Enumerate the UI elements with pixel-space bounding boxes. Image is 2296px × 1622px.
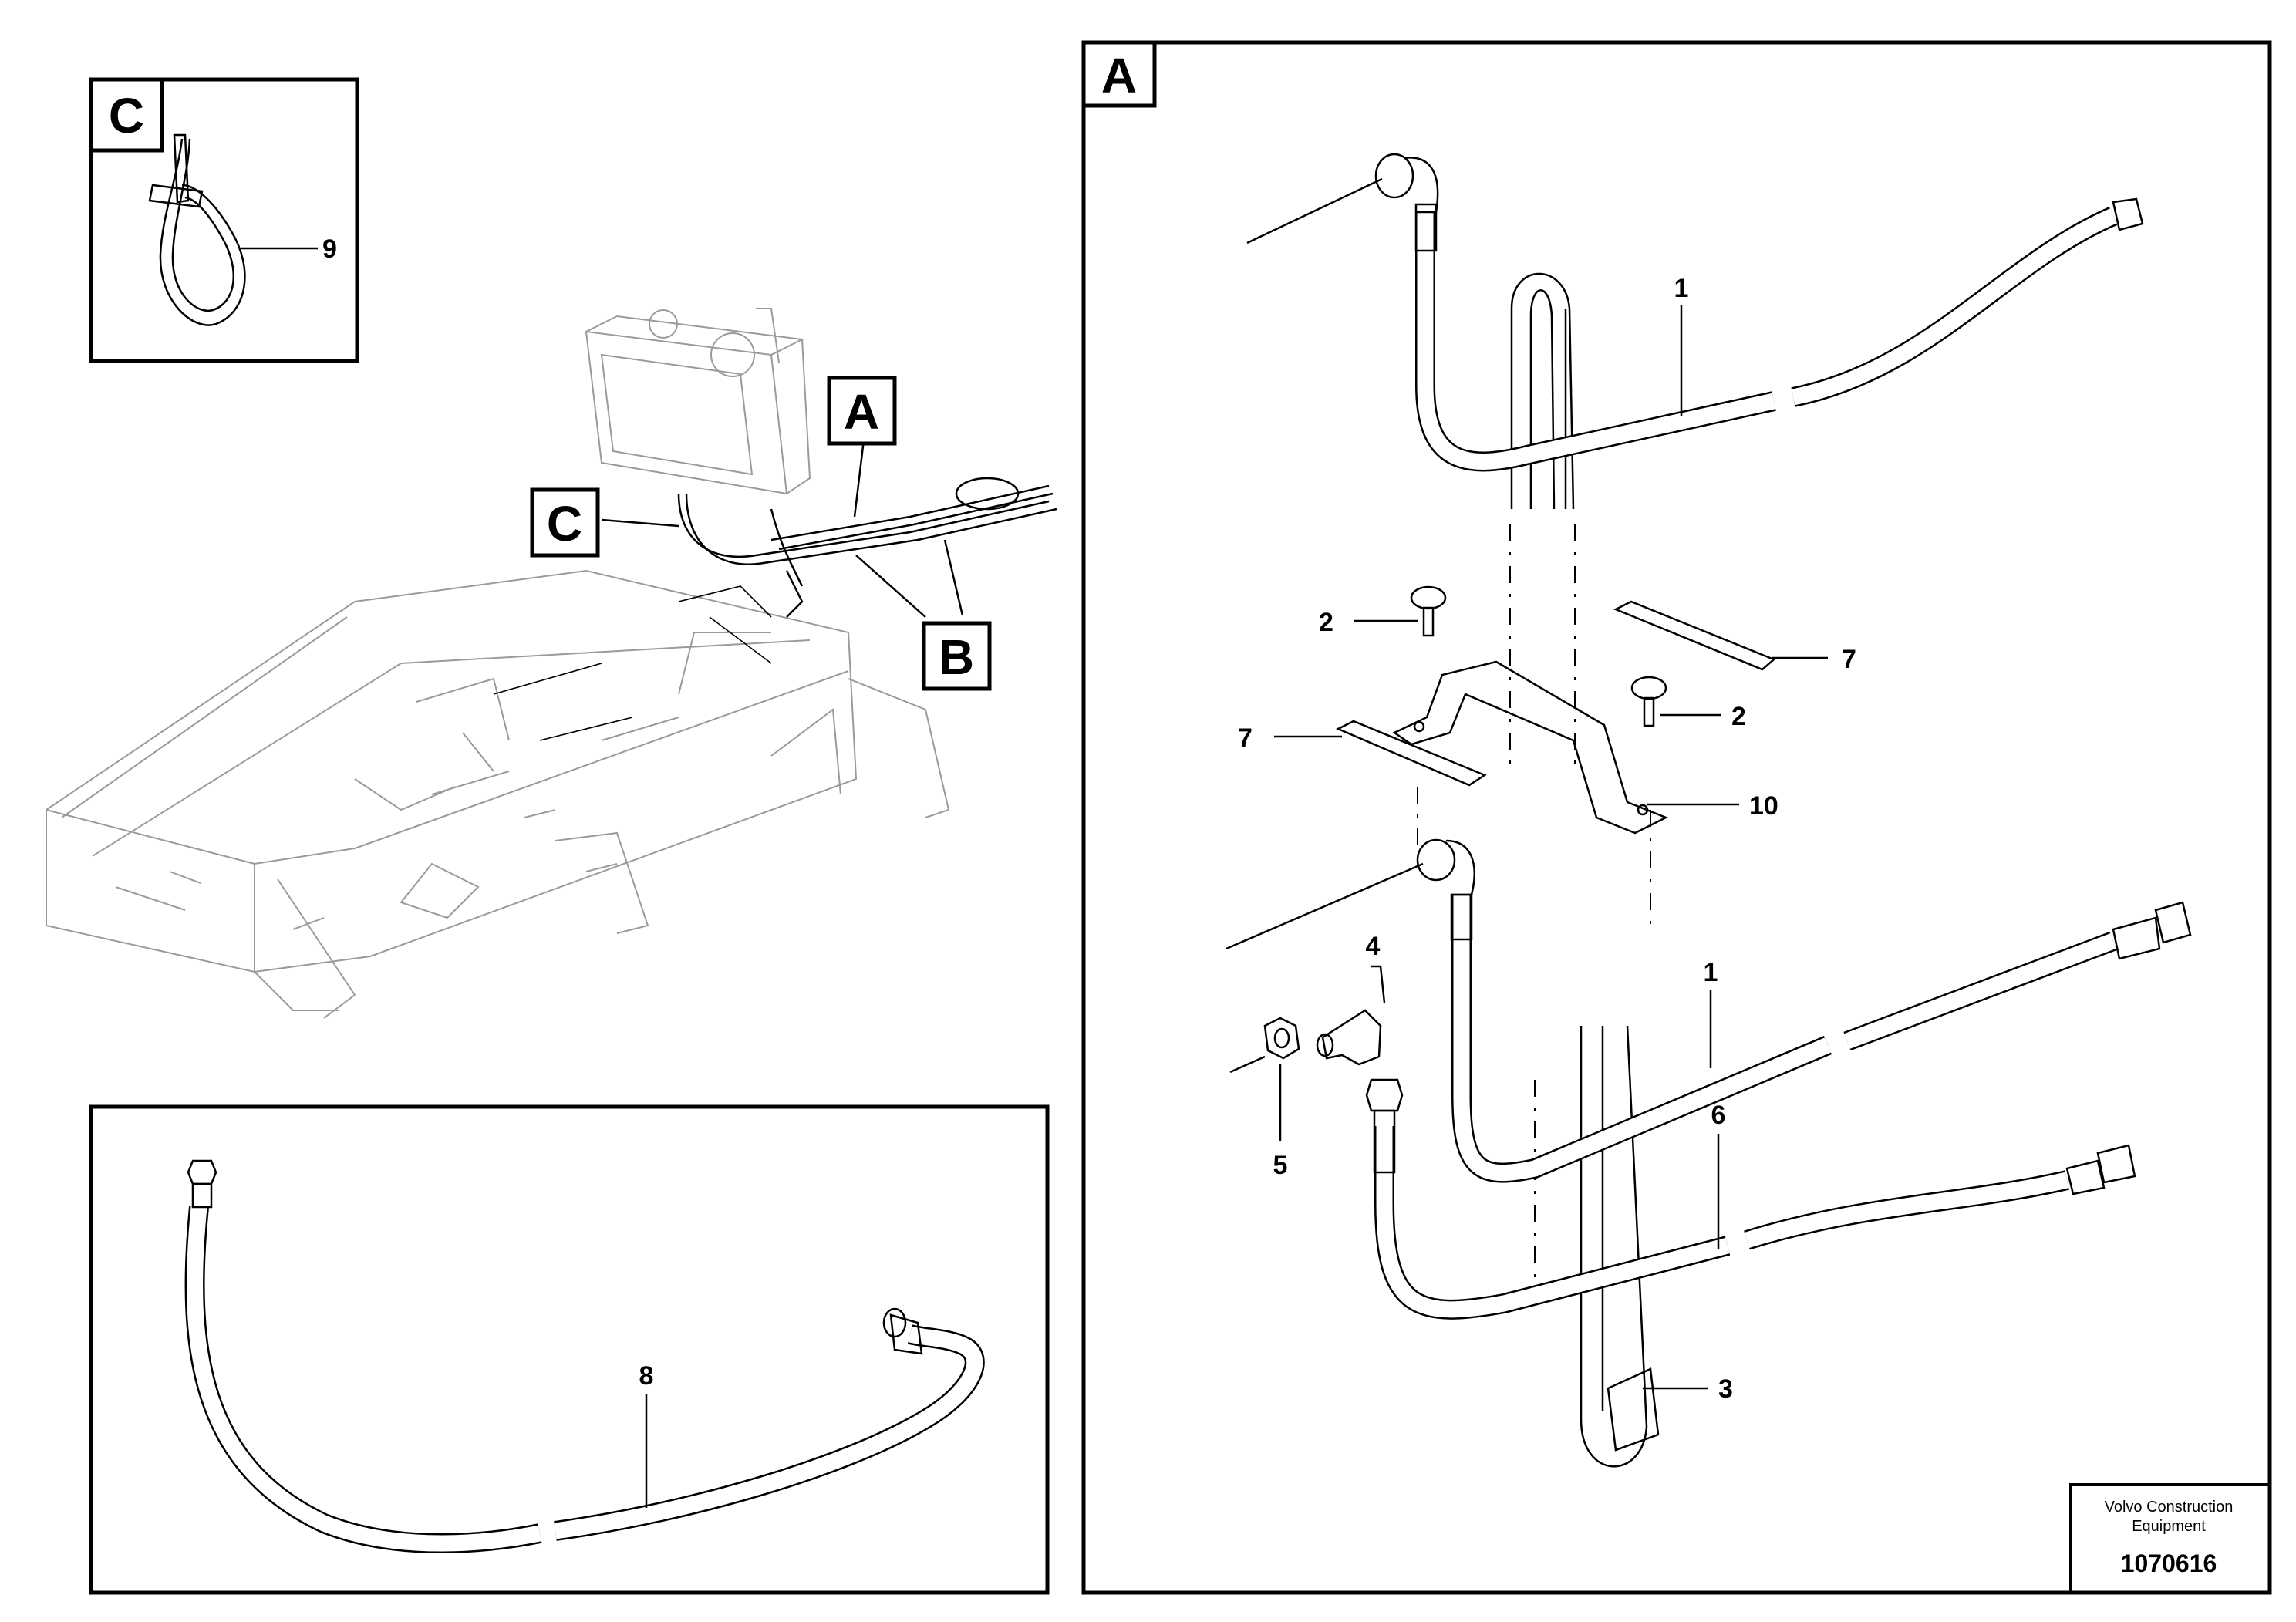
lower-hose-1 bbox=[1416, 838, 2192, 1183]
screw-2-left bbox=[1410, 585, 1447, 637]
upper-hose-1 bbox=[1374, 153, 2144, 472]
hose-8-drawing bbox=[184, 1159, 985, 1553]
detail-c-panel: C 9 bbox=[89, 77, 359, 363]
screw-2-right bbox=[1630, 676, 1667, 727]
callout-1-lower: 1 bbox=[1704, 958, 1718, 987]
callout-2-left: 2 bbox=[1319, 608, 1333, 637]
nut-5 bbox=[1263, 1017, 1300, 1060]
hose-bundle bbox=[493, 477, 1057, 741]
document-stamp: Volvo Construction Equipment 1070616 bbox=[2069, 1483, 2270, 1593]
callout-5: 5 bbox=[1273, 1151, 1288, 1180]
machine-overview: A C B bbox=[46, 308, 1057, 1019]
bracket-10 bbox=[1392, 660, 1669, 835]
callout-7-left: 7 bbox=[1238, 723, 1253, 753]
elbow-4 bbox=[1316, 1009, 1382, 1066]
callout-3: 3 bbox=[1718, 1374, 1733, 1404]
callout-9: 9 bbox=[322, 234, 337, 264]
lower-strap bbox=[1580, 1025, 1660, 1468]
hydraulic-tank bbox=[585, 308, 811, 495]
detail-b-panel: 8 bbox=[89, 1104, 1050, 1595]
hose-6 bbox=[1365, 1078, 2136, 1320]
stamp-company-line1: Volvo Construction bbox=[2105, 1499, 2234, 1516]
stamp-company-line2: Equipment bbox=[2132, 1518, 2206, 1535]
detail-a-panel: A 1 bbox=[1081, 40, 2272, 1595]
callout-7-right: 7 bbox=[1842, 645, 1856, 674]
overview-label-b: B bbox=[939, 629, 974, 685]
cable-tie-drawing bbox=[148, 133, 246, 326]
upper-strap bbox=[1510, 272, 1575, 510]
callout-4: 4 bbox=[1366, 932, 1381, 961]
callout-2-right: 2 bbox=[1731, 702, 1746, 731]
callout-8: 8 bbox=[639, 1361, 654, 1391]
detail-a-letter: A bbox=[1101, 48, 1137, 103]
overview-label-c: C bbox=[547, 496, 582, 551]
detail-c-letter: C bbox=[109, 88, 144, 143]
callout-6: 6 bbox=[1711, 1101, 1726, 1130]
stamp-number: 1070616 bbox=[2121, 1549, 2217, 1577]
overview-label-a: A bbox=[844, 384, 879, 440]
pad-7-right bbox=[1613, 600, 1776, 671]
callout-10: 10 bbox=[1749, 791, 1778, 821]
callout-1-top: 1 bbox=[1674, 274, 1689, 303]
pad-7-left bbox=[1336, 720, 1487, 787]
